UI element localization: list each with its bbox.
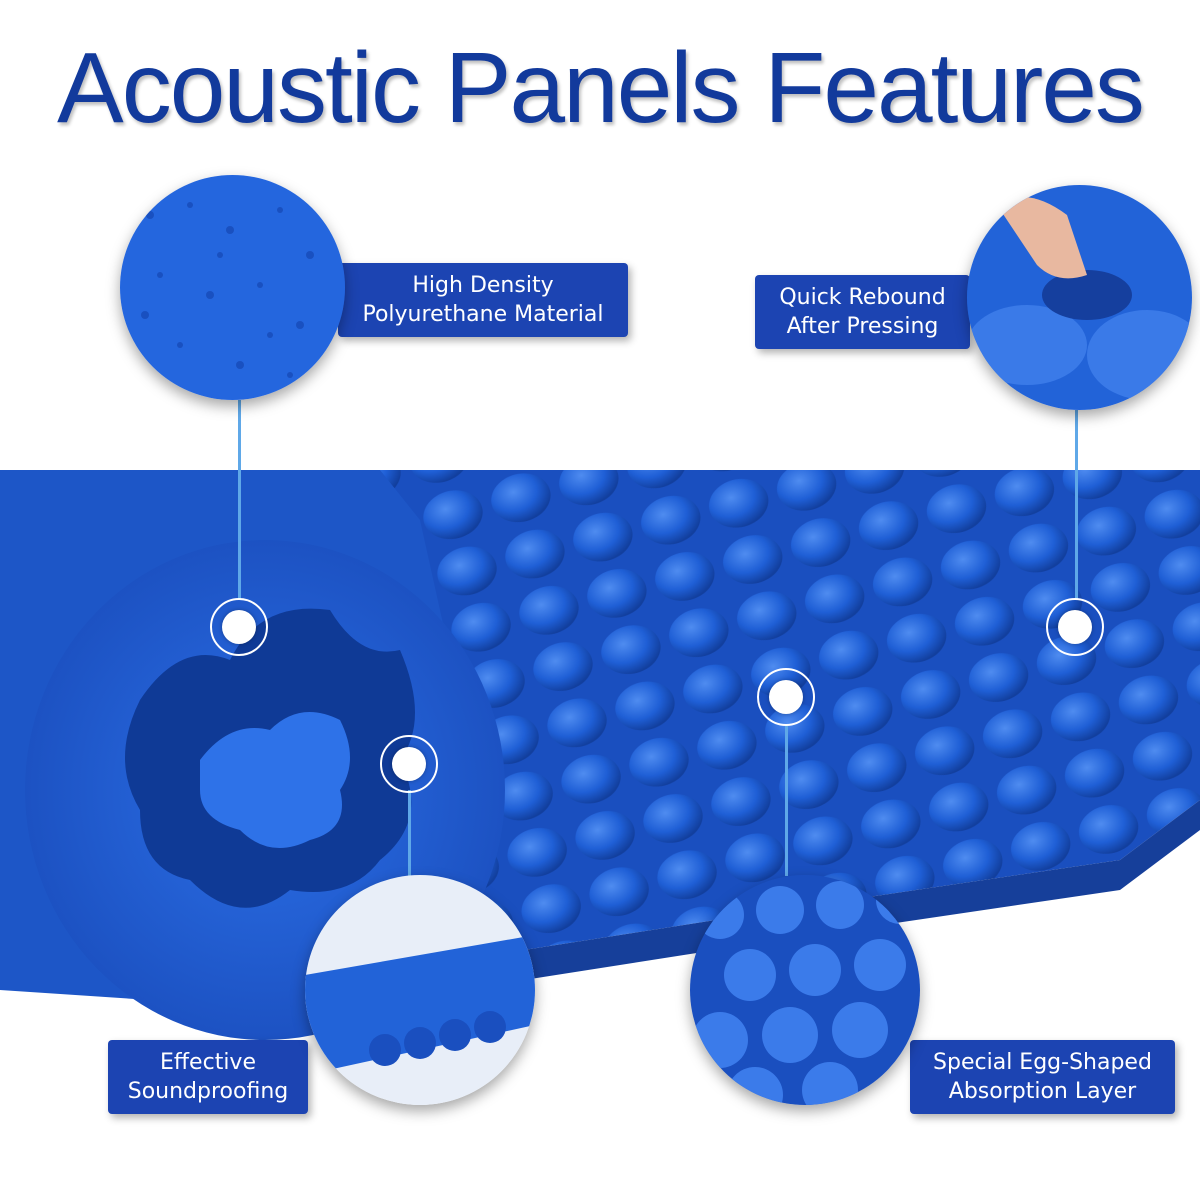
feature-label-high-density: High Density Polyurethane Material (338, 263, 628, 337)
feature-label-line: Absorption Layer (948, 1079, 1137, 1104)
finger-press-circle (967, 185, 1192, 410)
feature-label-quick-rebound: Quick Rebound After Pressing (755, 275, 970, 349)
feature-label-egg-shaped: Special Egg-Shaped Absorption Layer (910, 1040, 1175, 1114)
connector-line (1075, 410, 1078, 600)
feature-label-line: High Density (412, 273, 554, 298)
feature-label-soundproofing: Effective Soundproofing (108, 1040, 308, 1114)
hotspot-marker[interactable] (210, 598, 268, 656)
foam-layer-circle (305, 875, 535, 1105)
hotspot-marker[interactable] (380, 735, 438, 793)
connector-line (785, 726, 788, 876)
foam-closeup-circle (120, 175, 345, 400)
feature-label-line: Soundproofing (127, 1079, 289, 1104)
egg-shape-closeup-circle (690, 875, 920, 1105)
feature-label-line: Special Egg-Shaped (933, 1050, 1152, 1075)
page-title: Acoustic Panels Features (57, 32, 1145, 144)
connector-line (238, 400, 241, 600)
feature-label-line: Quick Rebound (779, 285, 946, 310)
hotspot-marker[interactable] (1046, 598, 1104, 656)
hotspot-marker[interactable] (757, 668, 815, 726)
feature-label-line: Polyurethane Material (362, 302, 604, 327)
feature-label-line: After Pressing (786, 314, 939, 339)
feature-label-line: Effective (160, 1050, 256, 1075)
connector-line (408, 790, 411, 880)
